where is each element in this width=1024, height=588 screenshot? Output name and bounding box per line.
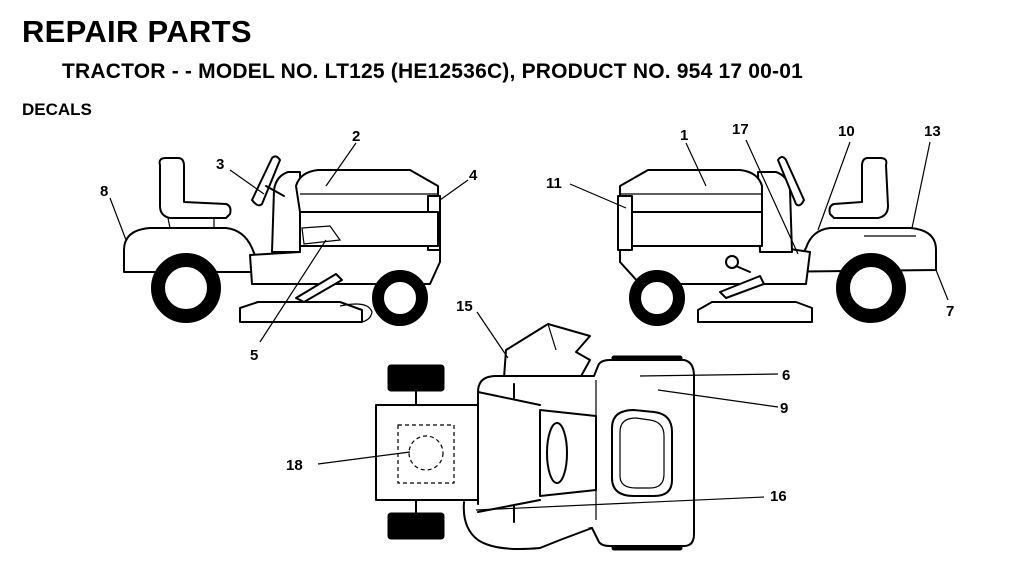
callout-11: 11 [546, 175, 562, 192]
callout-15: 15 [456, 298, 473, 315]
callout-16: 16 [770, 488, 787, 505]
callout-labels: 2 3 4 8 5 1 17 10 13 11 7 15 6 9 18 16 [100, 121, 954, 505]
callout-4: 4 [469, 167, 478, 184]
callout-7: 7 [946, 303, 954, 320]
callout-13: 13 [924, 123, 941, 140]
leader-lines [109, 139, 949, 511]
callout-1: 1 [680, 127, 688, 144]
callout-2: 2 [352, 128, 360, 145]
callout-18: 18 [286, 457, 303, 474]
callout-17: 17 [732, 121, 749, 138]
tractor-right-side-view [617, 156, 937, 326]
tractor-left-side-view [123, 155, 441, 326]
page-subtitle: TRACTOR - - MODEL NO. LT125 (HE12536C), … [62, 60, 803, 83]
tractor-top-view [375, 323, 695, 551]
callout-5: 5 [250, 347, 258, 364]
callout-3: 3 [216, 156, 224, 173]
callout-6: 6 [782, 367, 790, 384]
page-title: REPAIR PARTS [22, 14, 252, 49]
callout-8: 8 [100, 183, 108, 200]
section-heading: DECALS [22, 100, 92, 119]
callout-9: 9 [780, 400, 788, 417]
callout-10: 10 [838, 123, 855, 140]
